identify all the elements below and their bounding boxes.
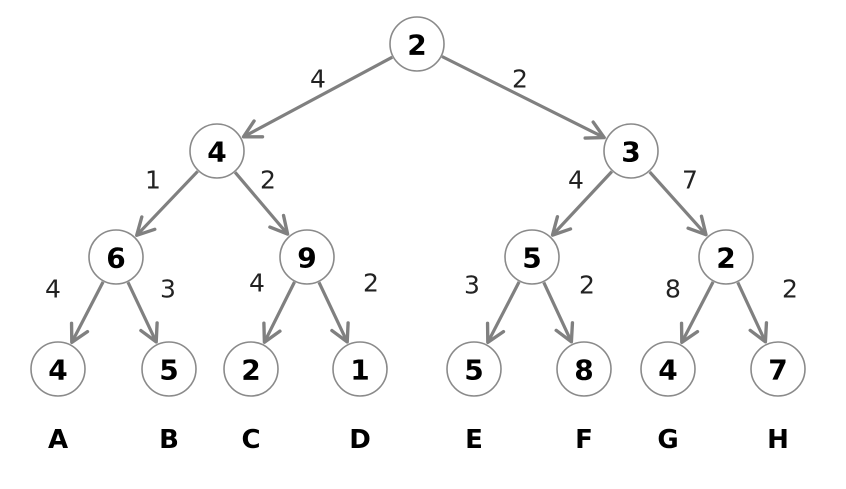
- node-circle: [556, 341, 612, 397]
- node-circle: [446, 341, 502, 397]
- edge-weight-l1-right-to-l2-4: 7: [682, 166, 698, 195]
- node-l1-right: 3: [603, 123, 659, 179]
- leaf-label-c: C: [241, 425, 260, 455]
- edge-weight-l1-right-to-l2-3: 4: [568, 166, 584, 195]
- node-l2-4: 2: [698, 229, 754, 285]
- leaf-label-e: E: [465, 425, 483, 455]
- node-l1-left: 4: [189, 123, 245, 179]
- edge-arrow-l2-1-to-leaf-b: [126, 281, 159, 344]
- edge-weight-root-to-l1-right: 2: [512, 65, 528, 94]
- edge-weight-l2-1-to-leaf-a: 4: [45, 275, 61, 304]
- node-value: 6: [106, 242, 125, 275]
- leaf-label-b: B: [159, 425, 179, 455]
- edge-weight-l2-4-to-leaf-h: 2: [782, 275, 798, 304]
- node-circle: [603, 123, 659, 179]
- edge-arrow-l2-2-to-leaf-c: [262, 281, 296, 344]
- edge-weight-l2-2-to-leaf-d: 2: [363, 269, 379, 298]
- edge-arrow-l2-2-to-leaf-d: [317, 281, 350, 344]
- leaf-label-h: H: [767, 425, 789, 455]
- edge-arrow-l2-3-to-leaf-e: [485, 281, 521, 345]
- edge-weight-l2-1-to-leaf-b: 3: [160, 275, 176, 304]
- node-circle: [189, 123, 245, 179]
- edge-labels-layer: 4 2 1 2 4 7 4 3 4 2 3 2 8 2: [45, 65, 798, 304]
- node-circle: [640, 341, 696, 397]
- node-circle: [279, 229, 335, 285]
- node-value: 1: [350, 354, 369, 387]
- node-circle: [504, 229, 560, 285]
- node-value: 4: [48, 354, 67, 387]
- leaf-label-d: D: [349, 425, 371, 455]
- edge-arrow-l1-right-to-l2-4: [648, 170, 708, 237]
- nodes-layer: 2 4 3 6 9 5 2 4 5 2 1 5 8 4 7: [30, 16, 806, 397]
- edge-arrow-l1-right-to-l2-3: [550, 170, 614, 237]
- node-root: 2: [389, 16, 445, 72]
- edge-weight-l1-left-to-l2-1: 1: [145, 166, 161, 195]
- edge-arrow-l1-left-to-l2-1: [135, 170, 199, 237]
- node-value: 2: [241, 354, 260, 387]
- node-value: 5: [522, 242, 541, 275]
- edge-arrow-l2-4-to-leaf-g: [679, 281, 715, 345]
- edge-weight-l2-3-to-leaf-e: 3: [464, 271, 480, 300]
- edges-layer: [69, 55, 769, 345]
- node-leaf-h: 7: [750, 341, 806, 397]
- leaf-labels-layer: A B C D E F G H: [48, 425, 789, 455]
- node-circle: [332, 341, 388, 397]
- edge-arrow-root-to-l1-left: [241, 55, 394, 139]
- node-value: 4: [658, 354, 677, 387]
- node-circle: [141, 341, 197, 397]
- edge-weight-root-to-l1-left: 4: [310, 65, 326, 94]
- node-circle: [30, 341, 86, 397]
- edge-arrow-root-to-l1-right: [441, 55, 606, 140]
- edge-weight-l1-left-to-l2-2: 2: [260, 166, 276, 195]
- edge-weight-l2-4-to-leaf-g: 8: [665, 275, 681, 304]
- node-leaf-b: 5: [141, 341, 197, 397]
- edge-weight-l2-3-to-leaf-f: 2: [579, 271, 595, 300]
- node-circle: [223, 341, 279, 397]
- node-circle: [88, 229, 144, 285]
- node-value: 4: [207, 136, 226, 169]
- node-leaf-f: 8: [556, 341, 612, 397]
- edge-arrow-l2-4-to-leaf-h: [736, 281, 769, 344]
- node-value: 7: [768, 354, 787, 387]
- node-value: 2: [716, 242, 735, 275]
- node-value: 5: [464, 354, 483, 387]
- edge-arrow-l2-1-to-leaf-a: [69, 281, 105, 345]
- leaf-label-a: A: [48, 425, 68, 455]
- node-value: 8: [574, 354, 593, 387]
- node-circle: [750, 341, 806, 397]
- edge-arrow-l2-3-to-leaf-f: [542, 281, 575, 344]
- edge-arrow-l1-left-to-l2-2: [233, 171, 290, 236]
- node-value: 2: [407, 29, 426, 62]
- node-leaf-a: 4: [30, 341, 86, 397]
- node-leaf-g: 4: [640, 341, 696, 397]
- node-leaf-d: 1: [332, 341, 388, 397]
- node-circle: [698, 229, 754, 285]
- node-circle: [389, 16, 445, 72]
- node-l2-2: 9: [279, 229, 335, 285]
- node-l2-1: 6: [88, 229, 144, 285]
- leaf-label-f: F: [575, 425, 593, 455]
- leaf-label-g: G: [657, 425, 678, 455]
- node-value: 9: [297, 242, 316, 275]
- node-l2-3: 5: [504, 229, 560, 285]
- node-leaf-e: 5: [446, 341, 502, 397]
- node-value: 5: [159, 354, 178, 387]
- node-value: 3: [621, 136, 640, 169]
- node-leaf-c: 2: [223, 341, 279, 397]
- edge-weight-l2-2-to-leaf-c: 4: [249, 269, 265, 298]
